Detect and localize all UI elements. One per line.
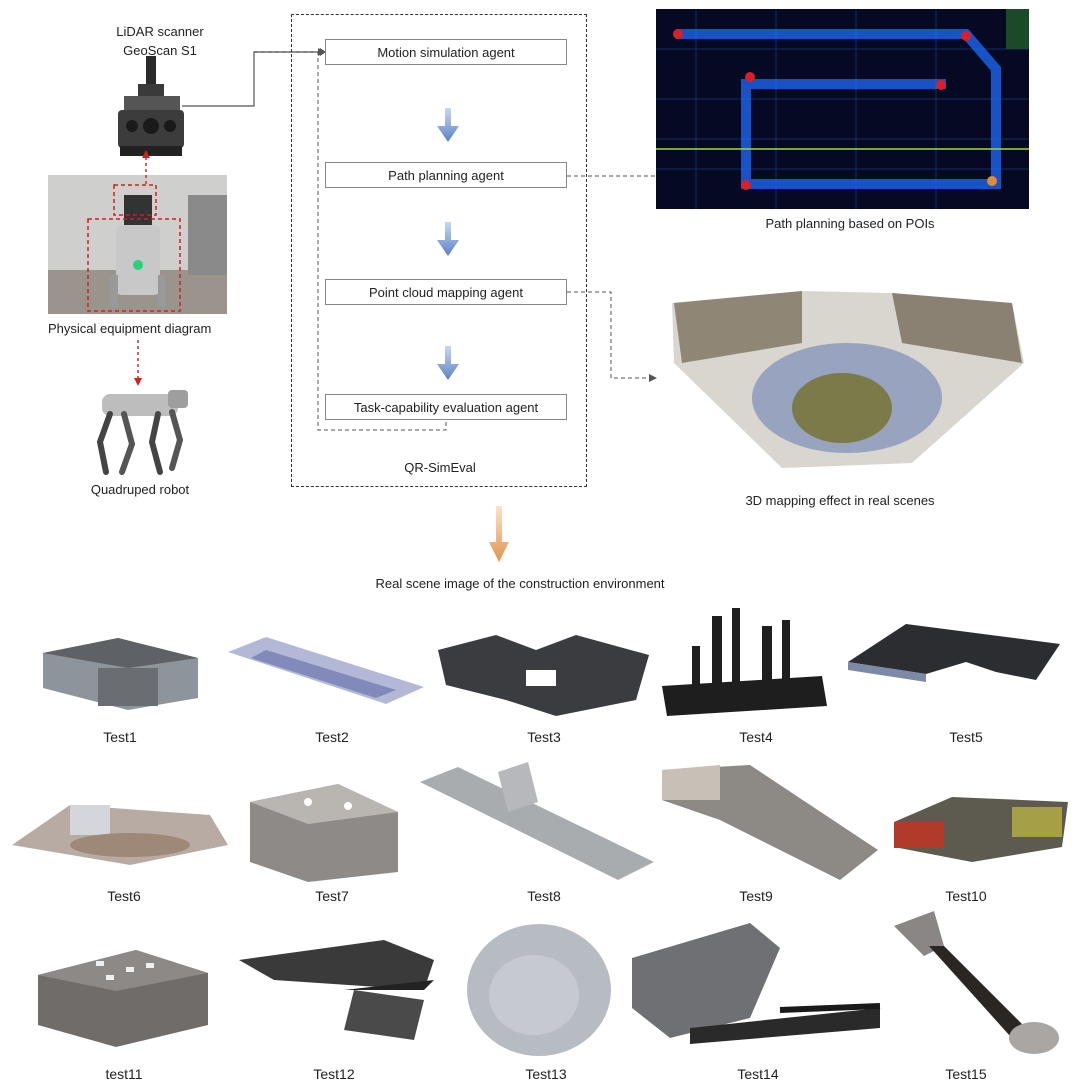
test6-label: Test6	[107, 888, 141, 904]
test4-label: Test4	[739, 729, 773, 745]
quadruped-robot-image	[96, 390, 188, 475]
test14-thumbnail	[632, 923, 881, 1044]
test8-thumbnail	[420, 762, 654, 880]
test6-thumbnail	[12, 805, 228, 865]
test9-label: Test9	[739, 888, 773, 904]
red-dashed-arrow-top	[142, 150, 150, 184]
test2-label: Test2	[315, 729, 349, 745]
test13-thumbnail	[467, 924, 611, 1056]
test9-thumbnail	[662, 765, 878, 880]
mapping-caption: 3D mapping effect in real scenes	[745, 493, 935, 508]
test15-label: Test15	[945, 1066, 987, 1082]
test5-label: Test5	[949, 729, 983, 745]
physical-caption: Physical equipment diagram	[48, 321, 212, 336]
test8-label: Test8	[527, 888, 561, 904]
test1-label: Test1	[103, 729, 137, 745]
path-caption: Path planning based on POIs	[765, 216, 935, 231]
test4-thumbnail	[662, 608, 827, 716]
test15-thumbnail	[894, 911, 1059, 1054]
path-planning-image	[656, 9, 1029, 209]
test1-thumbnail	[43, 638, 198, 710]
qr-simeval-frame	[291, 14, 587, 487]
flow-arrow-2	[437, 222, 459, 256]
test11-thumbnail	[38, 950, 208, 1047]
test2-thumbnail	[228, 637, 424, 704]
motion-simulation-agent: Motion simulation agent	[325, 39, 567, 65]
test3-thumbnail	[438, 635, 649, 716]
test3-label: Test3	[527, 729, 561, 745]
test10-label: Test10	[945, 888, 987, 904]
test14-label: Test14	[737, 1066, 779, 1082]
lidar-label-line2: GeoScan S1	[123, 43, 197, 58]
test10-thumbnail	[894, 797, 1068, 862]
lidar-label: LiDAR scanner GeoScan S1	[105, 22, 215, 60]
robot-caption: Quadruped robot	[90, 482, 190, 497]
point-cloud-mapping-agent: Point cloud mapping agent	[325, 279, 567, 305]
task-capability-evaluation-agent: Task-capability evaluation agent	[325, 394, 567, 420]
orange-down-arrow	[489, 506, 509, 562]
feedback-loop	[317, 48, 447, 431]
flow-arrow-3	[437, 346, 459, 380]
path-planning-agent: Path planning agent	[325, 162, 567, 188]
framework-name: QR-SimEval	[404, 460, 476, 475]
test13-label: Test13	[525, 1066, 567, 1082]
test7-thumbnail	[250, 784, 398, 882]
lidar-scanner-image	[118, 56, 184, 156]
lidar-label-line1: LiDAR scanner	[116, 24, 204, 39]
test12-label: Test12	[313, 1066, 355, 1082]
test5-thumbnail	[848, 624, 1060, 682]
real-scene-caption: Real scene image of the construction env…	[375, 576, 665, 591]
flow-arrow-1	[437, 108, 459, 142]
physical-equipment-photo	[48, 175, 227, 314]
path-planning-connector	[567, 175, 657, 177]
mapping-connector	[567, 291, 657, 382]
test11-label: test11	[105, 1066, 143, 1082]
test7-label: Test7	[315, 888, 349, 904]
test12-thumbnail	[239, 940, 434, 1040]
3d-mapping-image	[672, 291, 1024, 468]
red-dashed-arrow-bottom	[134, 340, 142, 386]
